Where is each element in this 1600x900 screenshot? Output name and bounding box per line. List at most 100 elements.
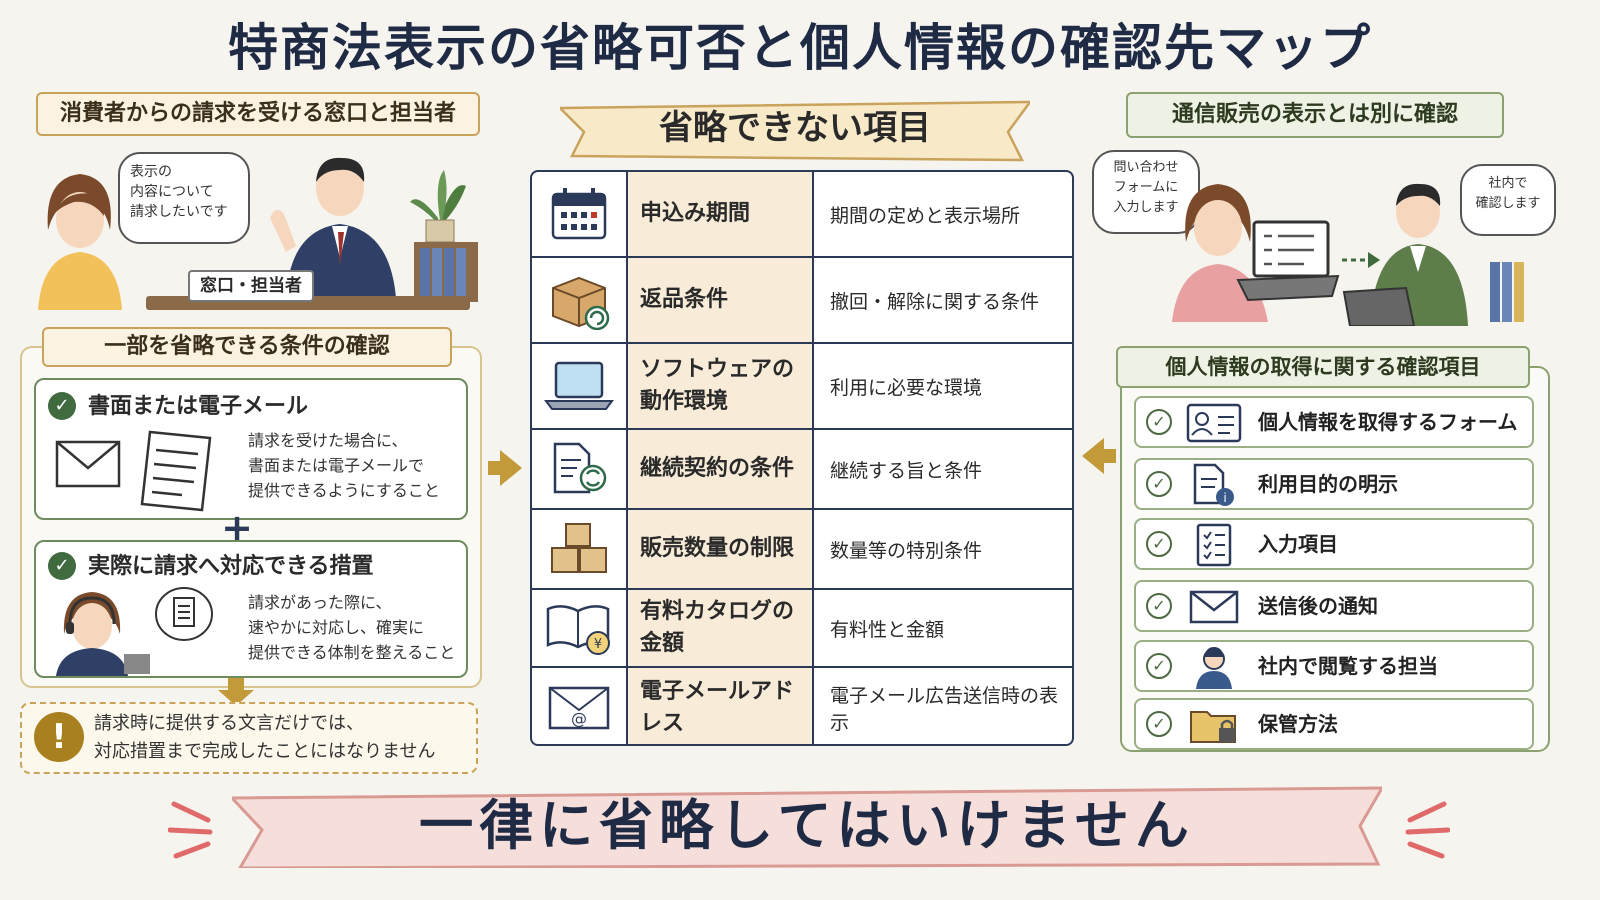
list-item: ✓ i 利用目的の明示 bbox=[1134, 458, 1534, 510]
row-desc: 数量等の特別条件 bbox=[830, 539, 983, 562]
down-arrow-stem bbox=[228, 678, 244, 692]
check-icon: ✓ bbox=[1146, 409, 1172, 435]
row-item: 返品条件 bbox=[628, 258, 814, 342]
svg-text:@: @ bbox=[571, 709, 587, 728]
row-desc: 有料性と金額 bbox=[830, 618, 945, 641]
row-item: 有料カタログの金額 bbox=[628, 590, 814, 666]
laptop-icon bbox=[532, 344, 628, 428]
list-item-label: 社内で閲覧する担当 bbox=[1258, 654, 1438, 678]
emphasis-lines-left-icon bbox=[168, 801, 213, 859]
clipboard-bubble-icon bbox=[155, 587, 213, 641]
check-icon: ✓ bbox=[1146, 593, 1172, 619]
checklist-icon bbox=[1186, 523, 1242, 567]
svg-text:¥: ¥ bbox=[594, 637, 602, 652]
check-icon: ✓ bbox=[1146, 711, 1172, 737]
contact-window-tag: 消費者からの請求を受ける窓口と担当者 bbox=[36, 92, 480, 136]
row-item: 申込み期間 bbox=[628, 172, 814, 256]
list-item-label: 保管方法 bbox=[1258, 712, 1338, 736]
table-row: ソフトウェアの動作環境 利用に必要な環境 bbox=[532, 344, 1072, 430]
envelope-icon bbox=[1186, 586, 1242, 628]
row-desc: 継続する旨と条件 bbox=[830, 459, 983, 482]
warning-line: 請求時に提供する文言だけでは、 bbox=[94, 713, 364, 734]
customer-speech-bubble: 表示の 内容について 請求したいです bbox=[118, 152, 250, 244]
bubble-line: フォームに bbox=[1113, 180, 1179, 195]
bubble-line: 入力します bbox=[1113, 200, 1179, 215]
check-icon: ✓ bbox=[1146, 531, 1172, 557]
list-item: ✓ 社内で閲覧する担当 bbox=[1134, 640, 1534, 692]
non-omittable-banner bbox=[560, 100, 1030, 162]
boxes-icon bbox=[532, 510, 628, 588]
staff-with-laptop-illustration bbox=[1342, 183, 1524, 326]
row-item: 継続契約の条件 bbox=[628, 430, 814, 508]
email-at-icon: @ bbox=[532, 668, 628, 744]
condition-description: 請求を受けた場合に、 書面または電子メールで 提供できるようにすること bbox=[248, 428, 468, 503]
table-row: ¥ 有料カタログの金額 有料性と金額 bbox=[532, 590, 1072, 668]
plant-and-binders-illustration bbox=[410, 170, 478, 302]
table-row: 継続契約の条件 継続する旨と条件 bbox=[532, 430, 1072, 510]
row-item: 電子メールアドレス bbox=[628, 668, 814, 744]
locked-folder-icon bbox=[1186, 704, 1242, 746]
bubble-line: 内容について bbox=[130, 184, 214, 200]
table-row: 返品条件 撤回・解除に関する条件 bbox=[532, 258, 1072, 344]
table-row: 販売数量の制限 数量等の特別条件 bbox=[532, 510, 1072, 590]
non-omittable-table: 申込み期間 期間の定めと表示場所 返品条件 撤回・解除に関する条件 ソフトウェア… bbox=[530, 170, 1074, 746]
desc-line: 速やかに対応し、確実に bbox=[248, 618, 425, 637]
condition-response-measure: ✓ 実際に請求へ対応できる措置 請求があった際に、 速やかに対応し、確実に 提供… bbox=[34, 540, 468, 678]
table-row: 申込み期間 期間の定めと表示場所 bbox=[532, 172, 1072, 258]
svg-text:i: i bbox=[1223, 491, 1226, 505]
dashed-arrow-icon bbox=[1342, 252, 1380, 268]
check-icon: ✓ bbox=[48, 392, 76, 420]
row-desc: 期間の定めと表示場所 bbox=[830, 204, 1021, 227]
document-cycle-icon bbox=[532, 430, 628, 508]
bubble-line: 社内で bbox=[1488, 176, 1528, 191]
condition-title: 実際に請求へ対応できる措置 bbox=[88, 554, 374, 579]
warning-line: 対応措置まで完成したことにはなりません bbox=[94, 741, 436, 762]
bottom-ribbon bbox=[232, 786, 1382, 868]
headset-operator-illustration bbox=[56, 592, 150, 676]
desc-line: 請求を受けた場合に、 bbox=[248, 431, 408, 450]
check-icon: ✓ bbox=[1146, 653, 1172, 679]
desc-line: 書面または電子メールで bbox=[248, 456, 425, 475]
warning-text: 請求時に提供する文言だけでは、 対応措置まで完成したことにはなりません bbox=[94, 710, 474, 766]
row-desc: 利用に必要な環境 bbox=[830, 376, 983, 399]
list-item: ✓ 個人情報を取得するフォーム bbox=[1134, 396, 1534, 448]
desc-line: 提供できるようにすること bbox=[248, 481, 440, 500]
page-title: 特商法表示の省略可否と個人情報の確認先マップ bbox=[228, 19, 1372, 77]
envelope-icon bbox=[55, 440, 121, 488]
bubble-line: 表示の bbox=[130, 164, 172, 180]
check-icon: ✓ bbox=[1146, 471, 1172, 497]
bubble-line: 確認します bbox=[1475, 196, 1541, 211]
desc-line: 請求があった際に、 bbox=[248, 593, 392, 612]
check-icon: ✓ bbox=[48, 552, 76, 580]
list-item: ✓ 送信後の通知 bbox=[1134, 580, 1534, 632]
staff-speech-bubble: 社内で 確認します bbox=[1460, 164, 1556, 236]
condition-description: 請求があった際に、 速やかに対応し、確実に 提供できる体制を整えること bbox=[248, 590, 468, 665]
table-row: @ 電子メールアドレス 電子メール広告送信時の表示 bbox=[532, 668, 1072, 744]
partial-omission-tag: 一部を省略できる条件の確認 bbox=[42, 327, 452, 367]
separate-check-tag: 通信販売の表示とは別に確認 bbox=[1126, 92, 1504, 138]
profile-form-icon bbox=[1186, 402, 1242, 444]
left-arrow-icon bbox=[1082, 438, 1116, 474]
desc-line: 提供できる体制を整えること bbox=[248, 643, 456, 662]
list-item: ✓ 保管方法 bbox=[1134, 698, 1534, 750]
list-item: ✓ 入力項目 bbox=[1134, 518, 1534, 570]
warning-box bbox=[20, 702, 478, 774]
row-desc: 電子メール広告送信時の表示 bbox=[830, 685, 1059, 734]
list-item-label: 送信後の通知 bbox=[1258, 594, 1378, 618]
bubble-line: 問い合わせ bbox=[1113, 160, 1179, 175]
row-item: ソフトウェアの動作環境 bbox=[628, 344, 814, 428]
bottom-ribbon-text: 一律に省略してはいけません bbox=[419, 794, 1195, 857]
customer-woman-illustration bbox=[38, 174, 122, 310]
condition-title: 書面または電子メール bbox=[88, 394, 309, 419]
calendar-icon bbox=[532, 172, 628, 256]
right-arrow-icon bbox=[488, 450, 522, 486]
desk-sign: 窓口・担当者 bbox=[188, 270, 314, 302]
row-desc: 撤回・解除に関する条件 bbox=[830, 290, 1040, 313]
return-box-icon bbox=[532, 258, 628, 342]
paper-document-icon bbox=[140, 430, 212, 512]
exclamation-icon: ! bbox=[34, 712, 84, 762]
emphasis-lines-right-icon bbox=[1405, 801, 1450, 859]
woman-with-laptop-illustration bbox=[1172, 184, 1340, 322]
bubble-line: 請求したいです bbox=[130, 204, 228, 220]
non-omittable-title: 省略できない項目 bbox=[659, 108, 931, 148]
